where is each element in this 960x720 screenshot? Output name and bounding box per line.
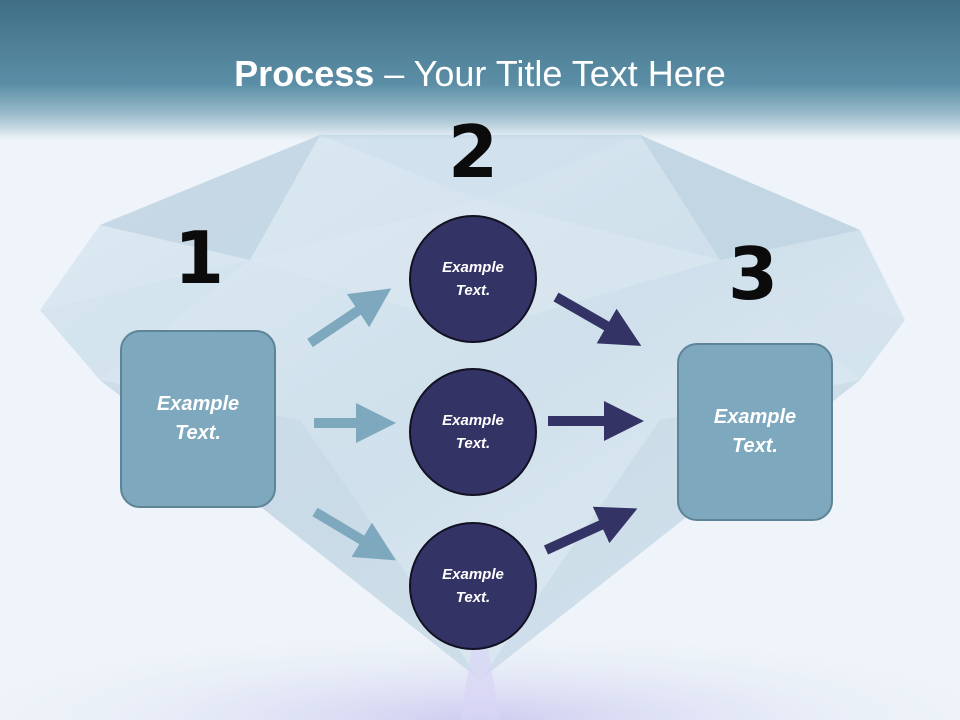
step-number-3: 3 <box>727 232 779 316</box>
title-bold-text: Process <box>234 53 375 94</box>
right-box-text: Example Text. <box>713 406 797 457</box>
slide-title: Process – Your Title Text Here <box>0 52 960 96</box>
circle-bottom-text: Example Text. <box>442 566 504 606</box>
circle-top-text: Example Text. <box>442 259 504 299</box>
arrow-left-to-top <box>307 288 392 348</box>
left-box-text: Example Text. <box>156 393 240 444</box>
arrow-top-to-right <box>553 292 642 346</box>
arrow-bottom-to-right <box>543 506 638 555</box>
arrow-left-to-bottom <box>312 507 397 561</box>
step-number-2: 2 <box>447 110 499 194</box>
title-banner <box>0 0 960 140</box>
circle-bottom: Example Text. <box>409 522 537 650</box>
step-number-1: 1 <box>173 216 225 300</box>
circle-top: Example Text. <box>409 215 537 343</box>
circle-middle: Example Text. <box>409 368 537 496</box>
circle-middle-text: Example Text. <box>442 412 504 452</box>
right-process-box: Example Text. <box>677 343 833 521</box>
title-rest-text: – Your Title Text Here <box>374 53 726 94</box>
left-process-box: Example Text. <box>120 330 276 508</box>
